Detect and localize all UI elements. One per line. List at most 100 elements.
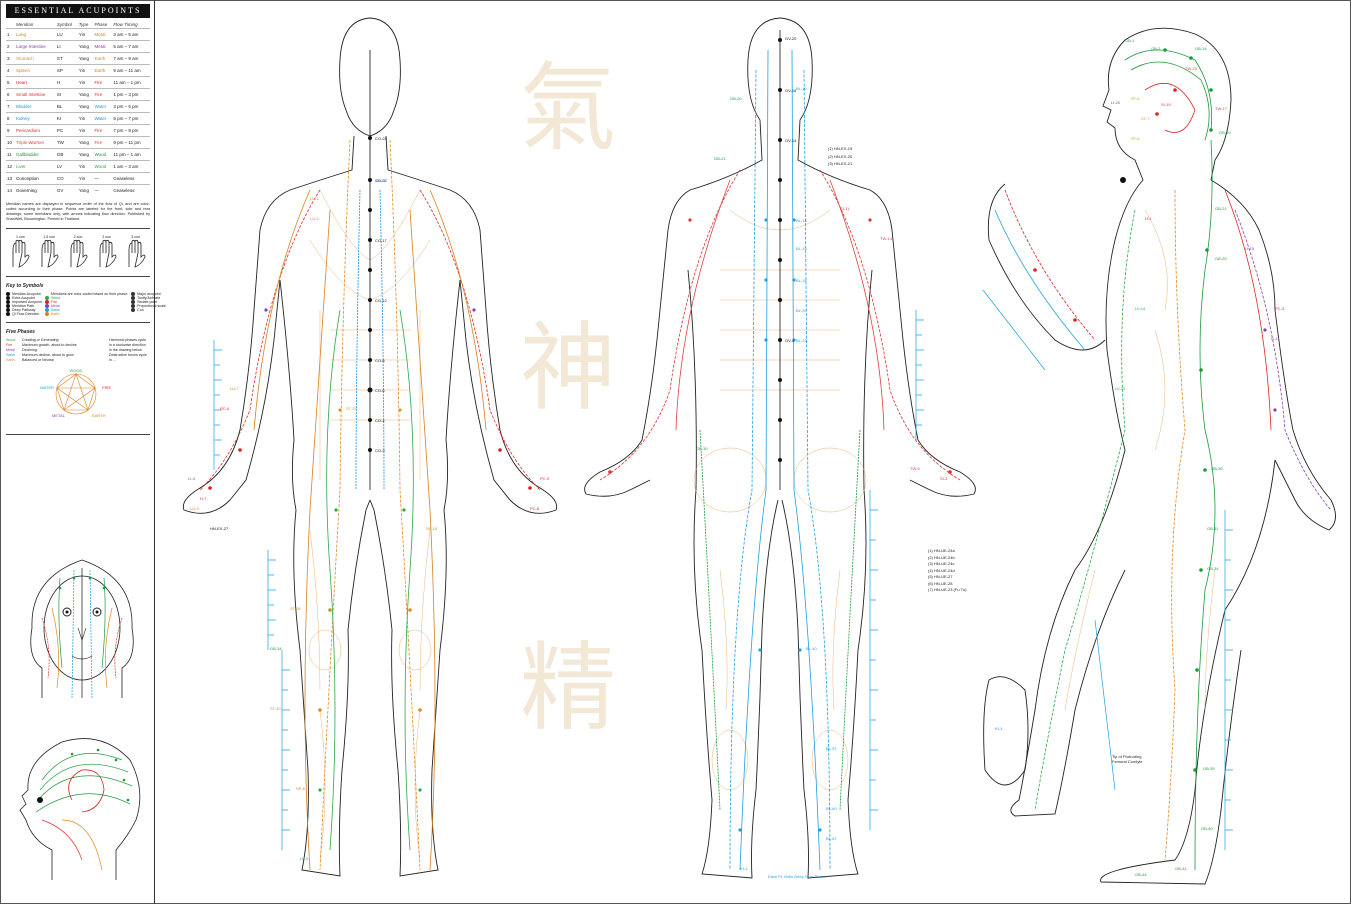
meridian-number: 1 bbox=[6, 29, 15, 41]
point-label: KI-1 bbox=[740, 866, 748, 871]
meridian-symbol: H bbox=[56, 77, 78, 89]
hand-measure: 2 cun bbox=[64, 235, 93, 270]
meridian-type: Yin bbox=[78, 113, 94, 125]
meridian-symbol: BL bbox=[56, 101, 78, 113]
meridian-type: Yang bbox=[78, 41, 94, 53]
poster-title: ESSENTIAL ACUPOINTS bbox=[6, 4, 150, 18]
back-legend-a: (1) HN-EX-19 (2) HN-EX-20 (3) HN-EX-21 bbox=[828, 145, 852, 168]
point-label: LI-15 bbox=[1245, 246, 1255, 251]
hand-icon bbox=[67, 239, 89, 269]
meridian-phase: Fire bbox=[93, 125, 112, 137]
meridian-timing: Ceaseless bbox=[112, 185, 150, 197]
meridian-timing: 5 pm – 7 pm bbox=[112, 113, 150, 125]
meridian-phase: Water bbox=[93, 113, 112, 125]
point-label: GB-2 bbox=[1151, 46, 1161, 51]
point-label: ST-40 bbox=[270, 706, 281, 711]
point-label: LU-7 bbox=[230, 386, 239, 391]
meridian-name: Heart bbox=[15, 77, 56, 89]
meridian-number: 7 bbox=[6, 101, 15, 113]
point-label: SI-19 bbox=[1161, 102, 1171, 107]
meridian-phase: Earth bbox=[93, 65, 112, 77]
divider bbox=[6, 228, 150, 229]
divider bbox=[6, 276, 150, 277]
meridian-symbol: SP bbox=[56, 65, 78, 77]
back-legend-item: (3) HN-EX-21 bbox=[828, 160, 852, 168]
meridian-name: Spleen bbox=[15, 65, 56, 77]
meridian-phase: Fire bbox=[93, 137, 112, 149]
meridian-row: 4SpleenSPYinEarth9 am – 11 am bbox=[6, 65, 150, 77]
point-label: BL-10 bbox=[796, 86, 807, 91]
meridian-timing: 3 pm – 5 pm bbox=[112, 101, 150, 113]
key-label: Meridians are color-coded based on their… bbox=[51, 292, 128, 296]
meridian-symbol: TW bbox=[56, 137, 78, 149]
meridian-number: 14 bbox=[6, 185, 15, 197]
back-legend-item: (7) HN-UE-23 (Fu Tu) bbox=[928, 587, 966, 594]
point-label: BL-60 bbox=[826, 806, 837, 811]
point-label: TW-5 bbox=[910, 466, 920, 471]
front-point-labels: CO-24CO-22CO-17CO-12CO-8CO-6CO-4CO-3ST-3… bbox=[188, 136, 550, 861]
col-flow-timing: Flow Timing bbox=[112, 21, 150, 29]
hand-icon bbox=[9, 239, 31, 269]
hand-measure: 3 cun bbox=[92, 235, 121, 270]
point-label: SP-6 bbox=[296, 786, 306, 791]
point-label: GB-44 bbox=[1135, 872, 1147, 877]
point-label: GB-30 bbox=[696, 446, 708, 451]
point-label: PC-8 bbox=[530, 506, 540, 511]
point-label: TW-17 bbox=[1215, 106, 1228, 111]
meridian-phase: Wood bbox=[93, 161, 112, 173]
meridian-phase: — bbox=[93, 185, 112, 197]
point-label: ST-7 bbox=[1141, 116, 1150, 121]
side-point-labels: GB-1GB-2GB-14GB-20GB-21GB-25GB-30GB-31GB… bbox=[995, 38, 1285, 877]
meridian-timing: 1 pm – 3 pm bbox=[112, 89, 150, 101]
point-label: GB-31 bbox=[1207, 526, 1219, 531]
meridian-row: 9PericardiumPCYinFire7 pm – 9 pm bbox=[6, 125, 150, 137]
meridian-type: Yin bbox=[78, 29, 94, 41]
side-body-outline bbox=[984, 28, 1336, 884]
hand-measure: 1.5 cun bbox=[35, 235, 64, 270]
point-label: CO-3 bbox=[375, 448, 385, 453]
point-label: ST-2 bbox=[1131, 96, 1140, 101]
meridian-name: Governing bbox=[15, 185, 56, 197]
meridian-name: Kidney bbox=[15, 113, 56, 125]
meridian-symbol: ST bbox=[56, 53, 78, 65]
point-label: LU-1 bbox=[310, 196, 319, 201]
point-label: BL-15 bbox=[796, 246, 807, 251]
hand-measure: 3 cun bbox=[121, 235, 150, 270]
point-label: GB-30 bbox=[1211, 466, 1223, 471]
meridian-phase: Earth bbox=[93, 53, 112, 65]
point-label: GV-20 bbox=[785, 36, 797, 41]
meridian-number: 13 bbox=[6, 173, 15, 185]
point-label: GB-34 bbox=[1207, 566, 1219, 571]
point-label: BL-67 bbox=[826, 836, 837, 841]
point-label: LU-2 bbox=[310, 216, 319, 221]
meridian-name: Large Intestine bbox=[15, 41, 56, 53]
key-label: Qi Flow Direction bbox=[12, 312, 39, 316]
back-body-diagram: GV-20GV-16GV-14GV-4BL-10BL-13BL-15BL-18B… bbox=[580, 10, 980, 890]
back-legend-item: (1) HN-EX-19 bbox=[828, 145, 852, 153]
meridian-number: 11 bbox=[6, 149, 15, 161]
point-label: CO-17 bbox=[375, 238, 388, 243]
meridian-phase: Fire bbox=[93, 77, 112, 89]
meridian-name: Bladder bbox=[15, 101, 56, 113]
meridian-phase: Fire bbox=[93, 89, 112, 101]
point-label: KI-27 bbox=[376, 178, 386, 183]
back-legend-item: (2) HN-EX-20 bbox=[828, 153, 852, 161]
meridian-number: 3 bbox=[6, 53, 15, 65]
point-label: LV-13 bbox=[1115, 386, 1126, 391]
point-label: CO-12 bbox=[375, 298, 388, 303]
point-label: LU-9 bbox=[190, 506, 199, 511]
meridian-row: 13ConceptionCOYin—Ceaseless bbox=[6, 173, 150, 185]
meridian-number: 9 bbox=[6, 125, 15, 137]
key-item: Qi Flow Direction bbox=[6, 312, 42, 316]
point-label: GB-41 bbox=[1175, 866, 1187, 871]
meridian-number: 2 bbox=[6, 41, 15, 53]
side-body-diagram: GB-1GB-2GB-14GB-20GB-21GB-25GB-30GB-31GB… bbox=[975, 10, 1345, 895]
meridian-type: Yin bbox=[78, 65, 94, 77]
point-label: LI-20 bbox=[1111, 100, 1121, 105]
pentagon-water: WATER bbox=[40, 385, 54, 390]
meridian-type: Yang bbox=[78, 89, 94, 101]
point-label: ST-36 bbox=[290, 606, 301, 611]
